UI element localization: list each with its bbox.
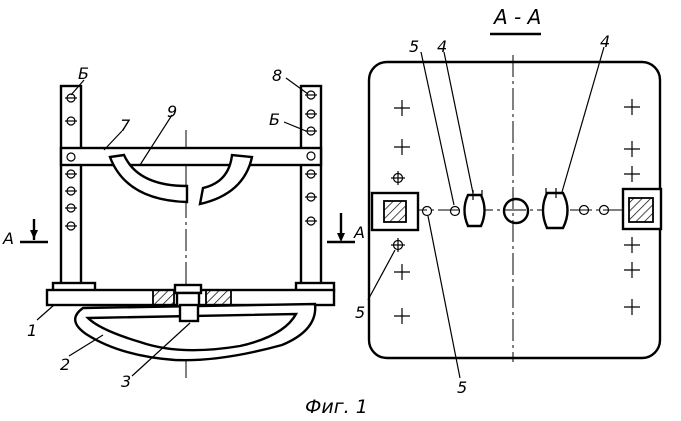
label-5-bottom: 5 xyxy=(457,378,467,397)
label-b-right: Б xyxy=(269,110,280,129)
label-3: 3 xyxy=(121,372,131,391)
label-a-right: А xyxy=(353,223,365,242)
central-hole xyxy=(504,199,528,223)
label-2: 2 xyxy=(60,355,70,374)
section-mark-left-head xyxy=(30,230,38,239)
side-view: Б 7 9 8 Б А А 1 2 3 xyxy=(2,64,365,391)
label-5-left: 5 xyxy=(355,303,365,322)
label-4-right: 4 xyxy=(600,32,610,51)
label-b-left: Б xyxy=(78,64,89,83)
figure-caption: Фиг. 1 xyxy=(305,396,368,418)
small-holes xyxy=(391,171,609,252)
label-9: 9 xyxy=(167,102,177,121)
left-post xyxy=(61,86,81,286)
section-mark-right-head xyxy=(337,233,345,242)
label-8: 8 xyxy=(272,66,282,85)
section-view: А - А xyxy=(355,5,662,397)
crossbar xyxy=(61,148,321,165)
right-square-core xyxy=(629,198,653,222)
right-oval-slot xyxy=(543,193,568,228)
rocker-hub xyxy=(180,305,198,321)
label-4-left: 4 xyxy=(437,37,447,56)
label-a-left: А xyxy=(2,229,14,248)
label-5-top: 5 xyxy=(409,37,419,56)
right-post xyxy=(301,86,321,286)
label-7: 7 xyxy=(120,116,131,135)
label-1: 1 xyxy=(27,321,37,340)
left-square-core xyxy=(384,201,406,222)
section-title: А - А xyxy=(492,5,541,29)
pivot-cap xyxy=(175,285,201,293)
